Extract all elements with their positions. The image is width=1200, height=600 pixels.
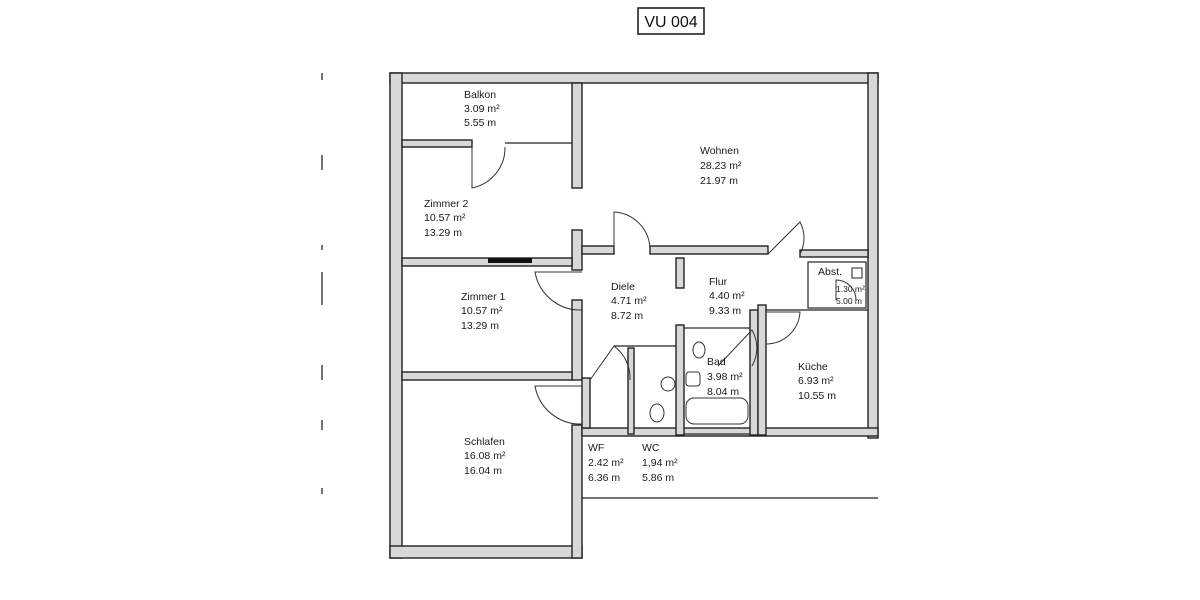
room-perimeter: 13.29 m xyxy=(461,320,499,332)
room-perimeter: 5.00 m xyxy=(836,296,862,306)
room-perimeter: 8.04 m xyxy=(707,386,739,398)
wall-balkon-wohnen xyxy=(571,82,583,189)
wall-abst-outline xyxy=(807,261,867,309)
wall-right xyxy=(867,72,879,439)
wall-balkon-bottom xyxy=(401,139,473,148)
room-zimmer-2: Zimmer 2 10.57 m² 13.29 m xyxy=(424,198,468,239)
room-name: Zimmer 2 xyxy=(424,198,468,210)
room-name: Küche xyxy=(798,361,828,373)
sink-bad-icon xyxy=(685,371,701,387)
wall-wf-wc xyxy=(627,347,635,435)
room-kueche: Küche 6.93 m² 10.55 m xyxy=(798,361,836,402)
room-name: Flur xyxy=(709,276,728,288)
door-wohnen-right xyxy=(767,221,805,255)
room-perimeter: 6.36 m xyxy=(588,472,620,484)
room-zimmer-1: Zimmer 1 10.57 m² 13.29 m xyxy=(461,291,505,332)
wall-kueche-left xyxy=(757,304,767,436)
toilet-bad-icon xyxy=(692,341,706,359)
door-balkon xyxy=(471,146,506,189)
room-area: 4.71 m² xyxy=(611,295,647,307)
wall-diele-flur xyxy=(675,257,685,289)
door-zimmer1 xyxy=(534,271,583,311)
sink-wc-icon xyxy=(660,376,676,392)
room-area: 16.08 m² xyxy=(464,450,506,462)
outer-walls xyxy=(389,72,879,559)
room-perimeter: 8.72 m xyxy=(611,310,643,322)
wall-zimmer2-diele xyxy=(571,229,583,271)
room-perimeter: 21.97 m xyxy=(700,175,738,187)
door-wohnen-left xyxy=(613,211,651,251)
door-abst xyxy=(835,279,857,301)
room-name: WF xyxy=(588,442,604,454)
room-perimeter: 5.55 m xyxy=(464,117,496,129)
wall-zimmer1-bottom xyxy=(401,371,573,381)
room-name: Bad xyxy=(707,356,726,368)
room-balkon: Balkon 3.09 m² 5.55 m xyxy=(464,89,500,129)
room-name: Zimmer 1 xyxy=(461,291,505,303)
wall-left xyxy=(389,72,403,559)
room-name: WC xyxy=(642,442,660,454)
wall-zimmer1-right xyxy=(571,299,583,381)
room-schlafen: Schlafen 16.08 m² 16.04 m xyxy=(464,436,506,477)
room-flur: Flur 4.40 m² 9.33 m xyxy=(709,276,745,317)
room-name: Diele xyxy=(611,281,635,293)
room-perimeter: 9.33 m xyxy=(709,305,741,317)
plan-code: VU 004 xyxy=(644,14,697,31)
wall-window-strip xyxy=(488,258,532,263)
room-wohnen: Wohnen 28.23 m² 21.97 m xyxy=(700,145,742,187)
room-wc: WC 1,94 m² 5.86 m xyxy=(642,442,678,484)
interior-walls xyxy=(401,82,878,499)
room-perimeter: 13.29 m xyxy=(424,227,462,239)
door-bad xyxy=(717,329,758,367)
door-swings xyxy=(471,146,857,425)
room-name: Schlafen xyxy=(464,436,505,448)
room-diele: Diele 4.71 m² 8.72 m xyxy=(611,281,647,322)
room-area: 2.42 m² xyxy=(588,457,624,469)
room-area: 4.40 m² xyxy=(709,290,745,302)
room-name: Balkon xyxy=(464,89,496,101)
room-area: 1.30 m² xyxy=(836,284,865,294)
wall-bottom-left xyxy=(389,545,583,559)
sanitary-fixtures xyxy=(649,341,749,425)
door-schlafen xyxy=(534,385,583,425)
room-area: 3.09 m² xyxy=(464,103,500,115)
room-abst: Abst. 1.30 m² 5.00 m xyxy=(818,266,865,306)
room-area: 10.57 m² xyxy=(461,305,503,317)
room-bad: Bad 3.98 m² 8.04 m xyxy=(707,356,743,398)
wall-top xyxy=(389,72,879,84)
wall-bottom-right xyxy=(581,427,879,437)
room-area: 3.98 m² xyxy=(707,371,743,383)
wall-bad-left xyxy=(675,324,685,436)
wall-wf-left xyxy=(581,377,591,429)
toilet-wc-icon xyxy=(649,403,665,423)
wall-bad-right xyxy=(749,309,759,436)
room-perimeter: 10.55 m xyxy=(798,390,836,402)
wall-wohnen-bottom-c xyxy=(799,249,869,258)
door-wf xyxy=(589,345,631,381)
wall-zimmer2-zimmer1 xyxy=(401,257,573,267)
abst-fixture xyxy=(851,267,863,279)
bathtub-icon xyxy=(685,397,749,425)
room-area: 28.23 m² xyxy=(700,160,742,172)
wall-wohnen-bottom-a xyxy=(581,245,615,255)
wall-wohnen-bottom-b xyxy=(649,245,769,255)
room-area: 10.57 m² xyxy=(424,212,466,224)
wall-schlafen-right xyxy=(571,424,583,559)
door-kueche xyxy=(765,311,801,345)
plan-code-box: VU 004 xyxy=(637,7,705,35)
room-perimeter: 5.86 m xyxy=(642,472,674,484)
room-wf: WF 2.42 m² 6.36 m xyxy=(588,442,624,484)
room-name: Abst. xyxy=(818,266,842,278)
room-area: 6.93 m² xyxy=(798,375,834,387)
room-area: 1,94 m² xyxy=(642,457,678,469)
room-perimeter: 16.04 m xyxy=(464,465,502,477)
room-name: Wohnen xyxy=(700,145,739,157)
